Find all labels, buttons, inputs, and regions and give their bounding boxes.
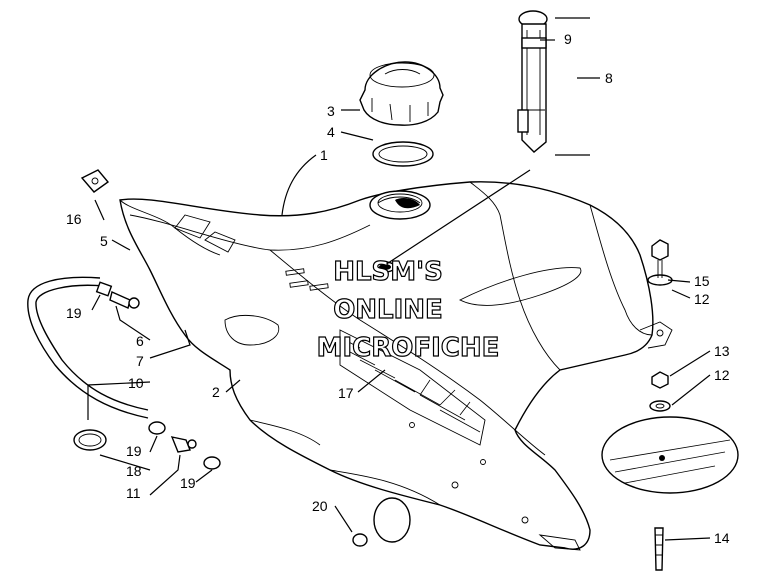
- leader-lines: [87, 17, 711, 541]
- callout-11: 11: [126, 485, 141, 501]
- fuel-tank-body: [119, 181, 673, 551]
- callout-10: 10: [128, 375, 144, 391]
- tank-decal-oval: [601, 416, 739, 494]
- callout-5: 5: [100, 233, 108, 249]
- watermark-line-2: ONLINE: [333, 295, 443, 325]
- callout-12-lower: 12: [714, 367, 730, 383]
- valve-11: [170, 436, 197, 453]
- callout-3: 3: [327, 103, 335, 119]
- screw-14: [654, 527, 664, 571]
- callout-4: 4: [327, 124, 335, 140]
- sender-opening: [374, 261, 396, 273]
- callout-19-mid: 19: [126, 443, 142, 459]
- cap-gasket: [372, 141, 434, 167]
- watermark: HLSM'S ONLINE MICROFICHE: [316, 256, 500, 363]
- callout-13: 13: [714, 343, 730, 359]
- grommet-20: [352, 497, 411, 547]
- callout-6: 6: [136, 333, 144, 349]
- hose-clamp-18: [73, 429, 107, 451]
- callout-labels: 3 4 1 9 8 16 5 19 6 7 10 2 17 19 18 11 1…: [66, 31, 730, 546]
- nut-13: [651, 371, 669, 389]
- fuel-hose: [27, 276, 149, 419]
- callout-1: 1: [320, 147, 328, 163]
- washer-12-lower: [649, 400, 671, 412]
- decal-panel: [339, 329, 486, 446]
- callout-16: 16: [66, 211, 82, 227]
- callout-20: 20: [312, 498, 328, 514]
- bolt-15: [647, 239, 673, 286]
- watermark-line-3: MICROFICHE: [317, 333, 500, 363]
- callout-17: 17: [338, 385, 354, 401]
- gas-cap: [359, 61, 444, 126]
- valve-fitting-6: [109, 291, 140, 309]
- callout-8: 8: [605, 70, 613, 86]
- callout-19-right: 19: [180, 475, 196, 491]
- clamp-19-left: [95, 281, 113, 297]
- watermark-line-1: HLSM'S: [333, 257, 443, 287]
- callout-9: 9: [564, 31, 572, 47]
- callout-7: 7: [136, 353, 144, 369]
- callout-15: 15: [694, 273, 710, 289]
- clip-16: [80, 169, 110, 193]
- callout-14: 14: [714, 530, 730, 546]
- clamp-19-right: [203, 456, 221, 470]
- clamp-19-mid: [148, 421, 166, 435]
- callout-18: 18: [126, 463, 142, 479]
- callout-19-left: 19: [66, 305, 82, 321]
- fuel-gauge-assembly: [517, 10, 548, 153]
- callout-12-upper: 12: [694, 291, 710, 307]
- callout-2: 2: [212, 384, 220, 400]
- tank-side-insert: [224, 314, 280, 346]
- filler-neck: [369, 190, 431, 220]
